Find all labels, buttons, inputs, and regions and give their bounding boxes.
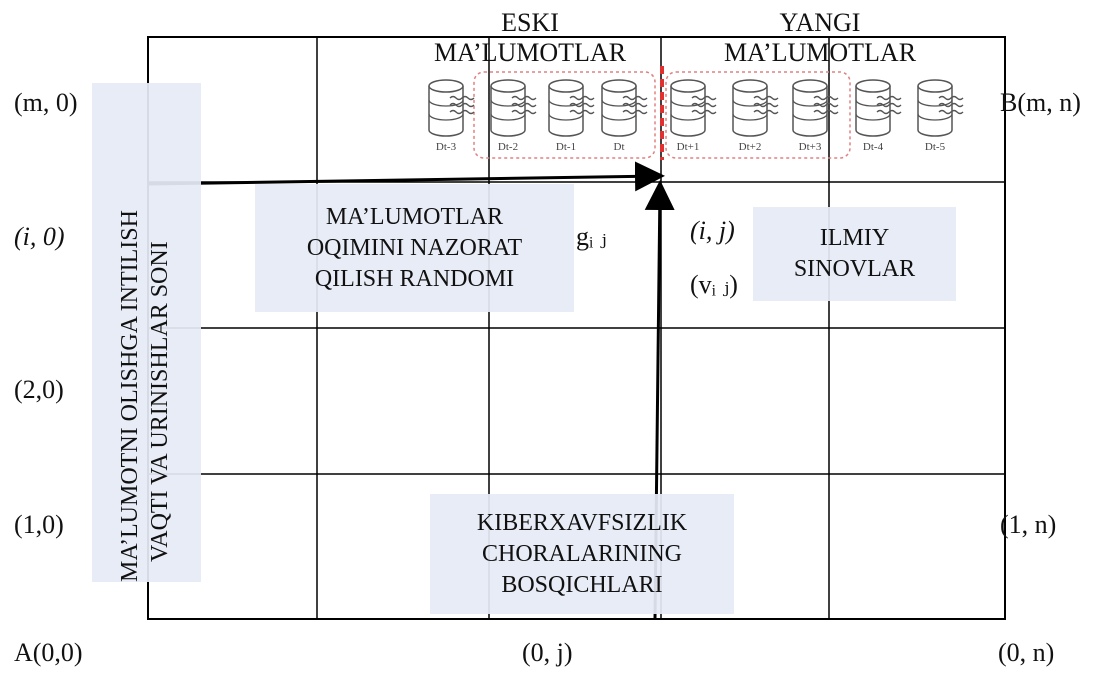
scientific-trials-label: ILMIY SINOVLAR — [793, 225, 916, 282]
vertical-info-text: MA’LUMOTNI OLISHGA INTILISH VAQTI VA URI… — [115, 82, 175, 582]
label-a00: A(0,0) — [14, 638, 83, 667]
stream-control-box — [255, 184, 574, 312]
scientific-trials-box — [753, 207, 956, 301]
database-icon: Dt-2 — [490, 79, 537, 153]
database-label: Dt+1 — [677, 141, 700, 153]
database-label: Dt+2 — [739, 141, 762, 153]
label-m0: (m, 0) — [14, 88, 78, 117]
stream-control-text: MA’LUMOTLAR OQIMINI NAZORAT QILISH RANDO… — [255, 184, 574, 312]
cyber-measures-box — [430, 494, 734, 614]
database-label: Dt — [614, 141, 625, 153]
horizontal-arrow — [147, 161, 665, 192]
cyber-measures-text: KIBERXAVFSIZLIK CHORALARINING BOSQICHLAR… — [430, 494, 734, 614]
database-icon: Dt-5 — [917, 79, 964, 153]
label-0j: (0, j) — [522, 638, 573, 667]
database-icon: Dt+3 — [792, 79, 839, 153]
vertical-info-box — [92, 83, 201, 582]
label-ij: (i, j) — [690, 216, 735, 245]
database-icon: Dt-4 — [855, 79, 902, 153]
new-data-header: YANGI MA’LUMOTLAR — [700, 8, 940, 68]
label-i0: (i, 0) — [14, 222, 65, 251]
new-data-header-text: YANGI MA’LUMOTLAR — [723, 8, 917, 67]
database-label: Dt-4 — [863, 141, 884, 153]
scientific-trials-text: ILMIY SINOVLAR — [753, 207, 956, 301]
database-icon: Dt — [601, 79, 648, 153]
label-vij: (vᵢ ⱼ) — [690, 270, 738, 299]
database-label: Dt-3 — [436, 141, 457, 153]
database-label: Dt-2 — [498, 141, 518, 153]
label-0n: (0, n) — [998, 638, 1055, 667]
database-icon: Dt+2 — [732, 79, 779, 153]
label-20: (2,0) — [14, 375, 64, 404]
cyber-measures-label: KIBERXAVFSIZLIK CHORALARINING BOSQICHLAR… — [476, 509, 688, 598]
database-label: Dt+3 — [799, 141, 822, 153]
database-icon: Dt-3 — [428, 79, 475, 153]
vertical-info-line2: VAQTI VA URINISHLAR SONI — [147, 241, 173, 562]
label-10: (1,0) — [14, 510, 64, 539]
label-bmn: B(m, n) — [1000, 88, 1081, 117]
old-data-header-text: ESKI MA’LUMOTLAR — [433, 8, 627, 67]
label-1n: (1, n) — [1000, 510, 1057, 539]
database-label: Dt-1 — [556, 141, 576, 153]
database-icon: Dt-1 — [548, 79, 595, 153]
label-gij: gᵢ ⱼ — [576, 222, 607, 251]
old-data-group — [473, 71, 656, 159]
database-label: Dt-5 — [925, 141, 946, 153]
new-data-group — [665, 71, 851, 159]
database-icon: Dt+1 — [670, 79, 717, 153]
stream-control-label: MA’LUMOTLAR OQIMINI NAZORAT QILISH RANDO… — [306, 203, 523, 292]
old-data-header: ESKI MA’LUMOTLAR — [410, 8, 650, 68]
database-icons: Dt-3 Dt-2 Dt-1 Dt Dt+1 Dt+2 Dt+3 Dt-4 Dt-5 — [428, 79, 964, 153]
vertical-info-line1: MA’LUMOTNI OLISHGA INTILISH — [117, 210, 143, 582]
